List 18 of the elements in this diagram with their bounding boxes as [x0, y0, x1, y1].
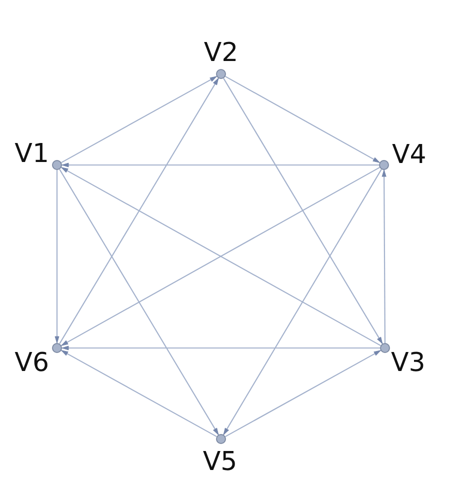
vertex-label: V2	[204, 40, 238, 66]
arrow	[223, 78, 383, 344]
vertex-label: V5	[202, 449, 238, 475]
arrow	[382, 170, 386, 343]
vertex-label: V3	[391, 350, 426, 376]
vertex-label: V6	[14, 350, 49, 376]
arrow	[54, 170, 60, 344]
arrow	[59, 78, 219, 344]
vertex-label: V4	[392, 142, 426, 168]
arrow	[225, 350, 381, 438]
arrow	[61, 350, 217, 438]
vertex-label: V1	[14, 141, 49, 167]
arrow	[225, 76, 380, 164]
arrow	[62, 346, 380, 350]
arrow	[61, 76, 217, 164]
arrow	[223, 169, 382, 435]
arrow	[59, 169, 219, 435]
arrow	[62, 162, 379, 168]
